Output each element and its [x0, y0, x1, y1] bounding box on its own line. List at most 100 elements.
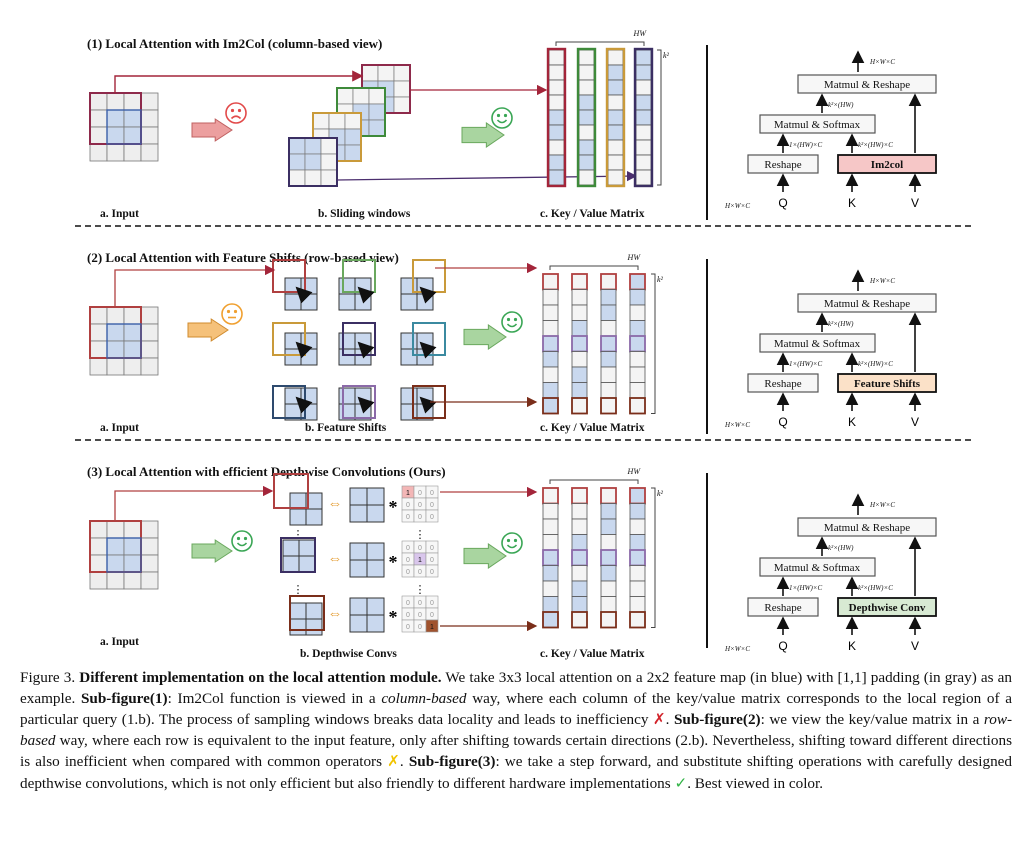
- face-eye: [243, 536, 248, 541]
- feature-cell: [354, 293, 372, 311]
- matrix-cell: [542, 382, 559, 399]
- input-cell: [140, 537, 159, 556]
- matrix-cell: [600, 596, 617, 613]
- panel-label: Matmul & Reshape: [824, 79, 910, 91]
- feature-cell: [284, 332, 302, 350]
- kernel-value: 0: [418, 600, 422, 607]
- input-feature-blue: [106, 109, 142, 145]
- panel-label: H×W×C: [724, 645, 750, 653]
- matrix-cell: [600, 304, 617, 321]
- kernel-value: 0: [430, 612, 434, 619]
- matrix-cell: [607, 49, 624, 66]
- window-cell: [304, 153, 322, 171]
- matmul-reshape-box: [797, 293, 937, 313]
- matrix-cell: [548, 124, 565, 141]
- matrix-cell: [578, 109, 595, 126]
- q-label: Q: [778, 415, 787, 429]
- kernel-value: 0: [418, 514, 422, 521]
- panel-label: c. Key / Value Matrix: [540, 208, 645, 220]
- matrix-cell: [629, 304, 646, 321]
- input-cell: [106, 92, 125, 111]
- input-cell: [106, 357, 125, 376]
- input-cell: [123, 520, 142, 539]
- kernel-value: 0: [406, 612, 410, 619]
- panel-label: HW: [633, 29, 648, 38]
- matrix-cell: [629, 503, 646, 520]
- face-eye: [506, 538, 511, 543]
- window-cell: [288, 137, 306, 155]
- feature-cell: [338, 293, 356, 311]
- face-eye: [237, 108, 242, 113]
- matrix-cell: [571, 503, 588, 520]
- matrix-cell: [542, 351, 559, 368]
- input-cell: [106, 323, 125, 342]
- matrix-cell: [635, 124, 652, 141]
- k-label: K: [848, 415, 856, 429]
- matrix-cell: [578, 154, 595, 171]
- matrix-cell: [548, 139, 565, 156]
- input-cell: [89, 537, 108, 556]
- face-mouth: [230, 115, 242, 120]
- input-cell: [89, 357, 108, 376]
- face-mouth: [496, 119, 508, 124]
- matrix-cell: [629, 397, 646, 415]
- kernel-cell: [425, 564, 439, 578]
- feature-cell: [366, 597, 385, 616]
- matrix-cell: [542, 611, 559, 629]
- feature-cell: [338, 332, 356, 350]
- window-cell: [352, 87, 370, 105]
- matrix-cell: [548, 169, 565, 186]
- matrix-cell: [542, 503, 559, 520]
- matrix-column-border: [546, 47, 567, 188]
- input-cell: [89, 520, 108, 539]
- matrix-cell: [542, 534, 559, 551]
- matrix-cell: [600, 580, 617, 597]
- matrix-cell: [607, 154, 624, 171]
- window-cell: [344, 112, 362, 130]
- face-eye: [236, 536, 241, 541]
- panel-label: k²×(HW)×C: [858, 584, 893, 592]
- input-cell: [140, 554, 159, 573]
- feature-cell: [338, 387, 356, 405]
- feature-cell: [282, 555, 300, 573]
- window-border: [288, 137, 338, 187]
- panel-label: H×W×C: [724, 421, 750, 429]
- kernel-value: 0: [430, 569, 434, 576]
- feature-cell: [284, 348, 302, 366]
- feature-cell: [300, 387, 318, 405]
- kernel-cell: [425, 509, 439, 523]
- input-cell: [106, 340, 125, 359]
- kernel-value: 0: [430, 600, 434, 607]
- panel-label: H×W×C: [869, 501, 895, 509]
- input-cell: [89, 92, 108, 111]
- window-cell: [368, 103, 386, 121]
- matrix-cell: [629, 351, 646, 368]
- kernel-value: 0: [418, 545, 422, 552]
- face-eye: [233, 309, 238, 314]
- matrix-cell: [542, 320, 559, 337]
- feature-cell: [400, 293, 418, 311]
- feature-cell: [349, 487, 368, 506]
- feature-cell: [349, 614, 368, 633]
- conv-operator: *: [389, 497, 398, 517]
- kernel-value: 0: [406, 545, 410, 552]
- window-cell: [328, 112, 346, 130]
- k2-bracket: [657, 49, 662, 186]
- panel-label: H×W×C: [869, 58, 895, 66]
- input-cell: [123, 571, 142, 590]
- process-arrow-icon: [463, 543, 507, 569]
- input-cell: [140, 357, 159, 376]
- face-eye: [506, 317, 511, 322]
- matrix-cell: [635, 139, 652, 156]
- process-arrow-icon: [461, 122, 505, 148]
- operator-box: [837, 373, 937, 393]
- panel-label: Matmul & Reshape: [824, 298, 910, 310]
- matrix-cell: [548, 154, 565, 171]
- matrix-cell: [578, 124, 595, 141]
- face-icon: [501, 532, 523, 554]
- kernel-value: 0: [430, 545, 434, 552]
- window-cell: [361, 64, 379, 82]
- matrix-cell: [542, 304, 559, 321]
- input-cell: [140, 126, 159, 145]
- kernel-cell: [425, 619, 439, 633]
